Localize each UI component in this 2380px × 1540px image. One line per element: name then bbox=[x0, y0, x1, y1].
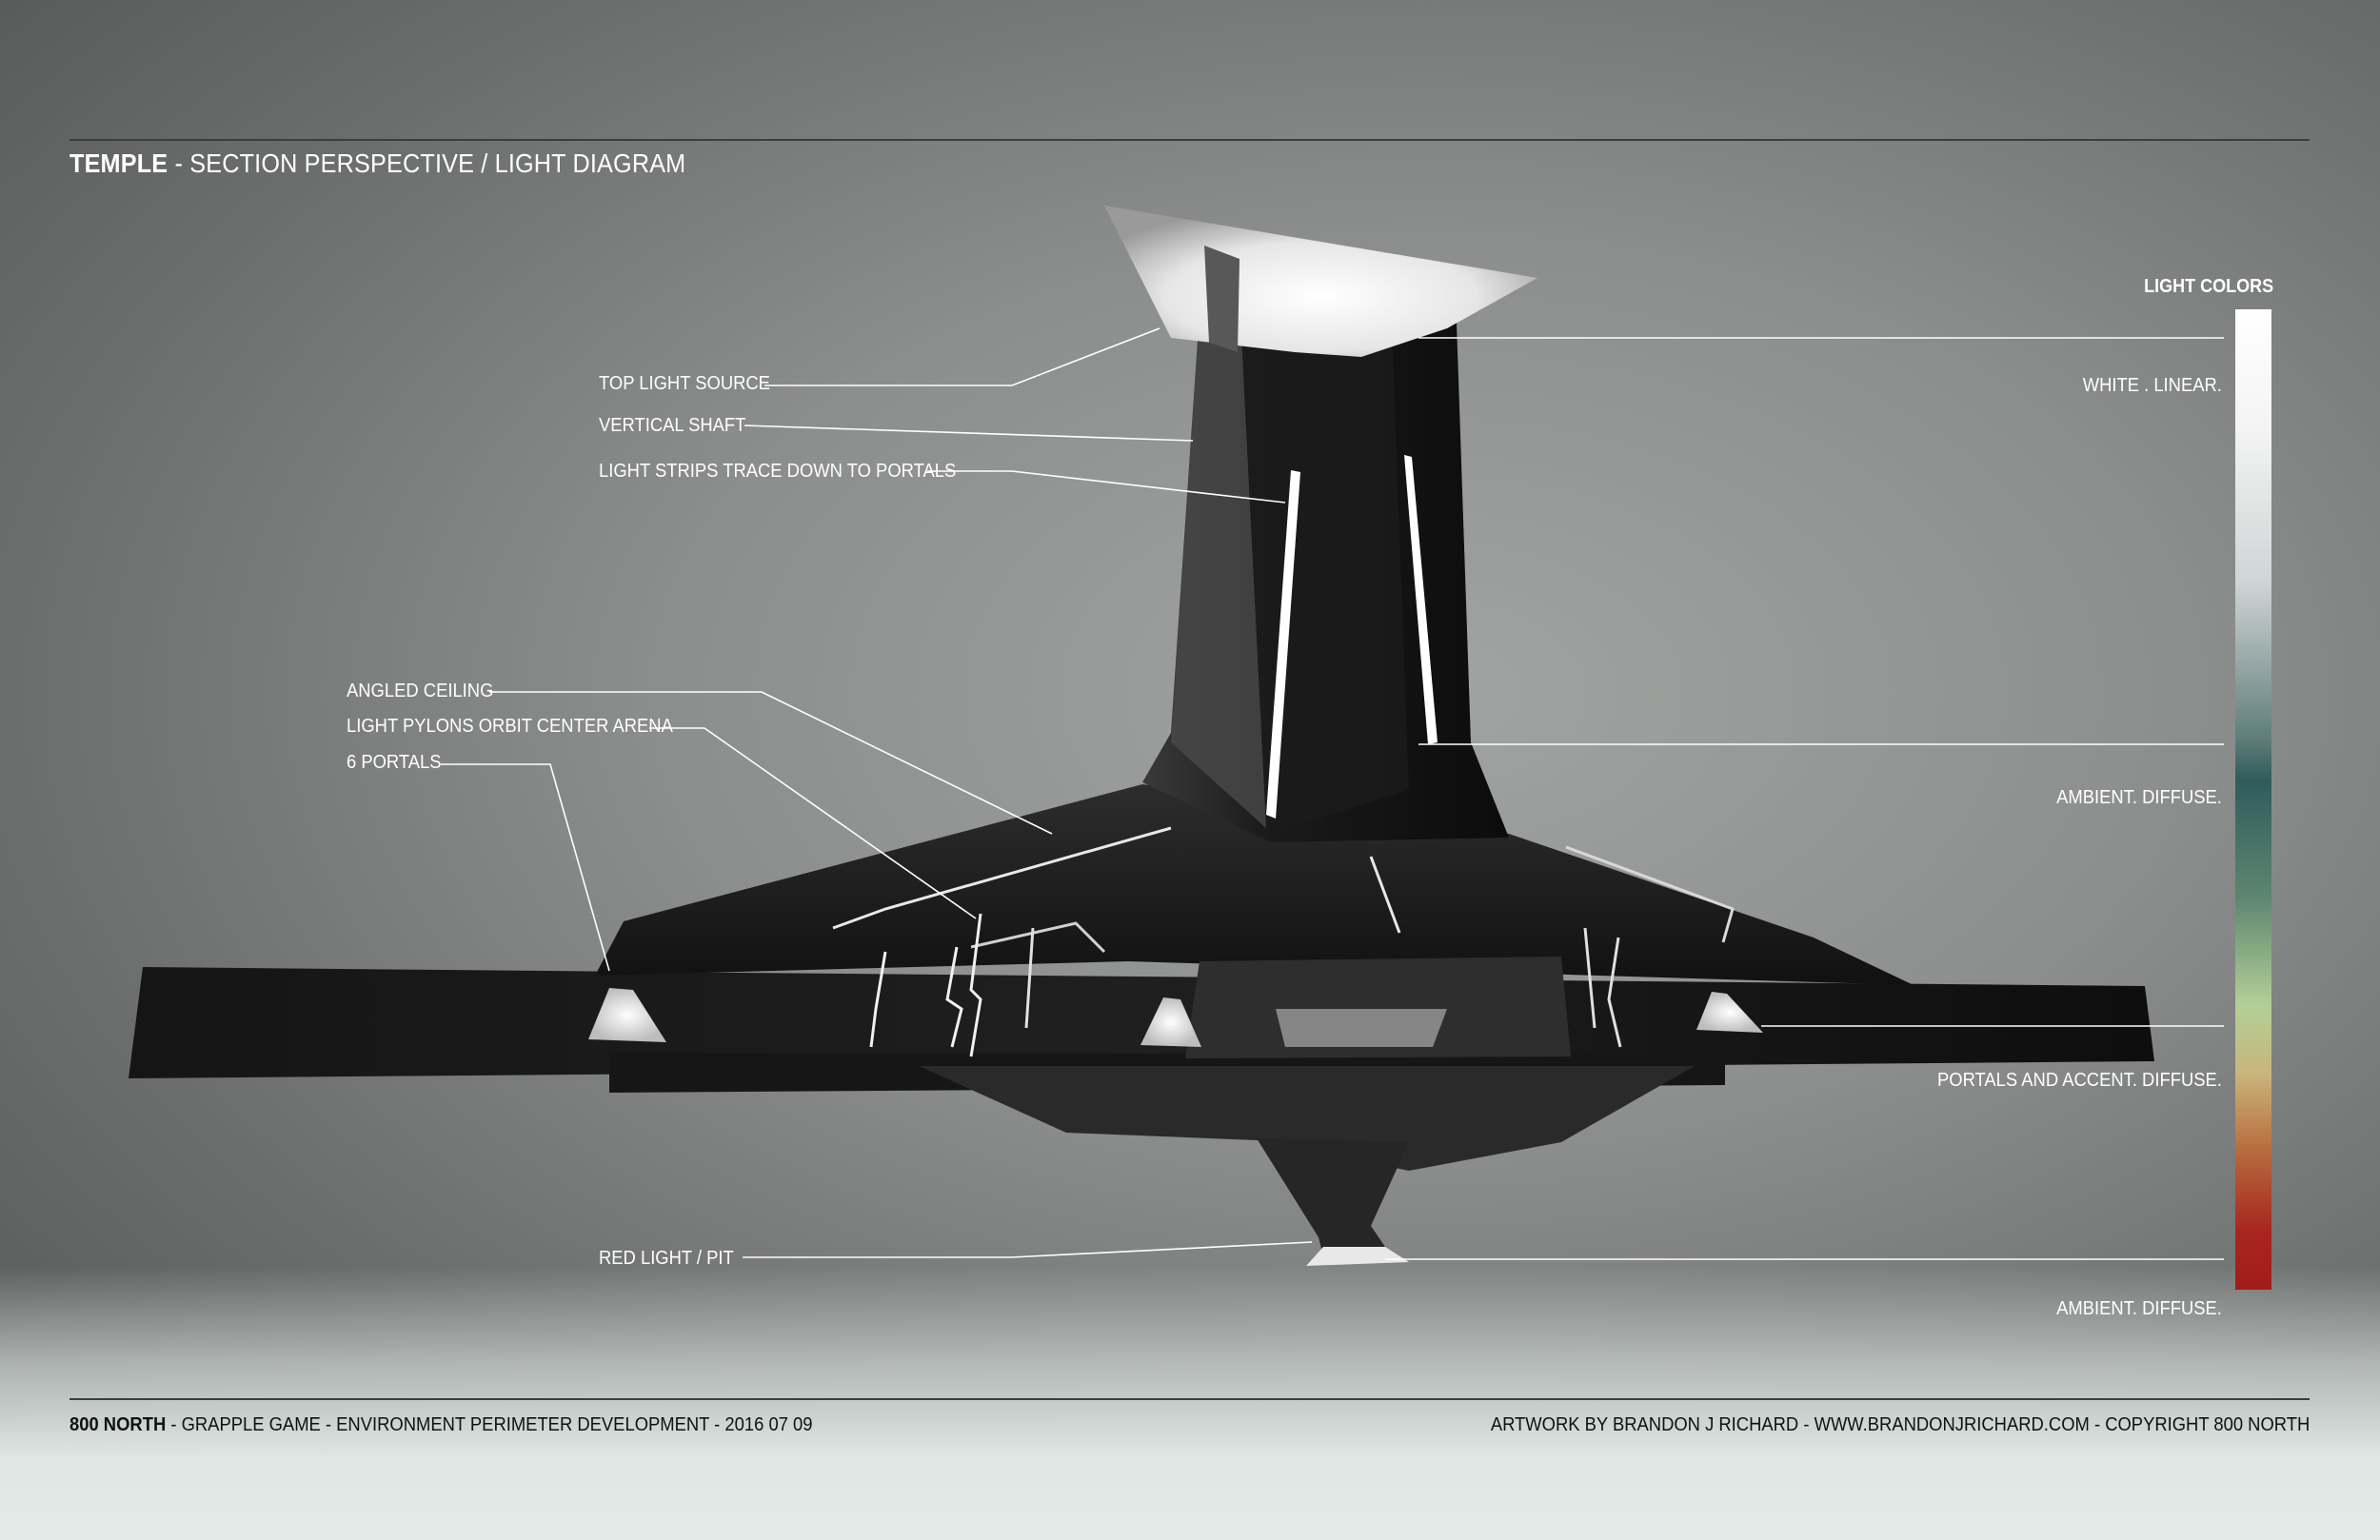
light-color-gradient-bar bbox=[2235, 309, 2271, 1290]
footer-project-info: 800 NORTH - GRAPPLE GAME - ENVIRONMENT P… bbox=[69, 1414, 813, 1436]
leader-line-pit bbox=[743, 1241, 1313, 1258]
callout-red-light-pit: RED LIGHT / PIT bbox=[599, 1248, 734, 1269]
arena-glow bbox=[1276, 1009, 1447, 1047]
light-pylon bbox=[1607, 937, 1622, 1048]
footer-credits: ARTWORK BY BRANDON J RICHARD - WWW.BRAND… bbox=[1490, 1414, 2310, 1435]
center-arena bbox=[1185, 957, 1571, 1058]
callout-portals: 6 PORTALS bbox=[347, 752, 442, 773]
legend-title: LIGHT COLORS bbox=[2144, 276, 2273, 297]
legend-entry-portals: PORTALS AND ACCENT. DIFFUSE. bbox=[1937, 1070, 2222, 1091]
leader-line-portals bbox=[441, 763, 610, 972]
leader-line-shaft bbox=[744, 424, 1194, 442]
leader-line-strips bbox=[927, 470, 1286, 503]
shaft-rim bbox=[1204, 246, 1240, 352]
pit-funnel bbox=[1257, 1138, 1409, 1256]
light-pylon bbox=[869, 951, 887, 1048]
shaft-lit-face bbox=[1171, 243, 1266, 828]
background-fade bbox=[0, 1266, 2380, 1540]
legend-entry-pit-ambient: AMBIENT. DIFFUSE. bbox=[2056, 1298, 2222, 1319]
roof-light-line bbox=[1369, 856, 1401, 934]
page-title-rest: - SECTION PERSPECTIVE / LIGHT DIAGRAM bbox=[168, 148, 686, 178]
portal bbox=[588, 988, 666, 1042]
leader-line-pylons bbox=[649, 727, 977, 919]
footer-studio: 800 NORTH bbox=[69, 1414, 167, 1435]
callout-angled-ceiling: ANGLED CEILING bbox=[347, 681, 494, 701]
roof-light-line bbox=[1565, 845, 1735, 943]
leader-lines bbox=[441, 327, 2224, 1260]
underside-dish bbox=[919, 1066, 1695, 1171]
page-title: TEMPLE - SECTION PERSPECTIVE / LIGHT DIA… bbox=[69, 148, 685, 179]
light-strip-left bbox=[1266, 470, 1300, 819]
legend-entry-white: WHITE . LINEAR. bbox=[2082, 375, 2222, 396]
light-strip-right bbox=[1404, 455, 1438, 744]
callout-top-light-source: TOP LIGHT SOURCE bbox=[599, 373, 770, 394]
light-pylon bbox=[1583, 927, 1597, 1029]
header-rule bbox=[69, 139, 2310, 141]
page-title-bold: TEMPLE bbox=[69, 148, 169, 178]
legend-entry-ambient: AMBIENT. DIFFUSE. bbox=[2056, 787, 2222, 808]
light-pylon bbox=[945, 946, 963, 1048]
callout-light-pylons: LIGHT PYLONS ORBIT CENTER ARENA bbox=[347, 716, 673, 737]
roof-light-line bbox=[832, 826, 1172, 930]
footer-rule bbox=[69, 1398, 2310, 1400]
leader-line-top-light bbox=[764, 327, 1160, 386]
callout-light-strips: LIGHT STRIPS TRACE DOWN TO PORTALS bbox=[599, 461, 957, 482]
footer-project: - GRAPPLE GAME - ENVIRONMENT PERIMETER D… bbox=[166, 1414, 813, 1435]
callout-vertical-shaft: VERTICAL SHAFT bbox=[599, 415, 746, 436]
portal bbox=[1696, 992, 1763, 1033]
top-light-source bbox=[1104, 206, 1537, 357]
leader-line-ceiling bbox=[489, 691, 1053, 835]
light-pylon bbox=[969, 913, 982, 1057]
portal bbox=[1140, 997, 1201, 1047]
roof-light-line bbox=[970, 921, 1106, 954]
light-pylon bbox=[1024, 927, 1035, 1029]
red-light-pit bbox=[1306, 1247, 1409, 1266]
angled-ceiling bbox=[595, 784, 1914, 985]
